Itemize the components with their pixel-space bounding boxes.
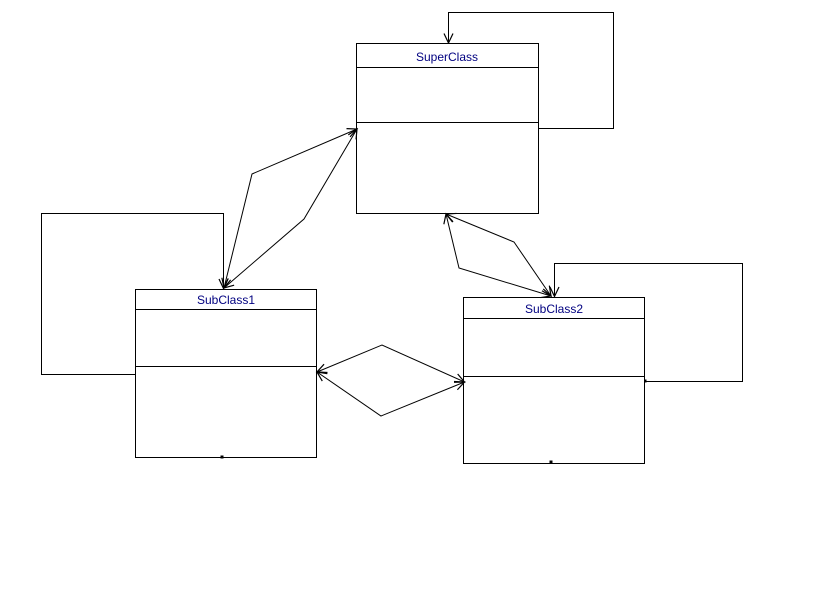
edge-endpoint-dot xyxy=(220,455,224,459)
edge-endpoint-dot xyxy=(549,460,553,464)
class-name-label: SubClass2 xyxy=(525,302,583,316)
class-node-subclass2: SubClass2 xyxy=(463,297,645,464)
edge-superclass-subclass2-line-b[interactable] xyxy=(443,212,553,299)
edge-superclass-subclass2-line-a[interactable] xyxy=(444,212,552,298)
class-name-label: SubClass1 xyxy=(197,293,255,307)
class-box-superclass[interactable] xyxy=(356,43,539,214)
class-box-subclass1[interactable] xyxy=(135,289,317,458)
edge-subclass2-self-loop[interactable] xyxy=(549,263,743,382)
class-name-label: SuperClass xyxy=(416,50,478,64)
class-box-subclass2[interactable] xyxy=(463,297,645,464)
edge-subclass1-subclass2-line-b[interactable] xyxy=(315,371,466,417)
edge-superclass-self-loop[interactable] xyxy=(443,12,614,129)
edge-subclass1-superclass-line-b[interactable] xyxy=(222,127,358,289)
class-node-superclass: SuperClass xyxy=(356,43,539,214)
edge-subclass1-superclass-line-a[interactable] xyxy=(221,128,359,290)
edge-subclass1-subclass2-line-a[interactable] xyxy=(315,344,466,383)
class-node-subclass1: SubClass1 xyxy=(135,289,317,458)
